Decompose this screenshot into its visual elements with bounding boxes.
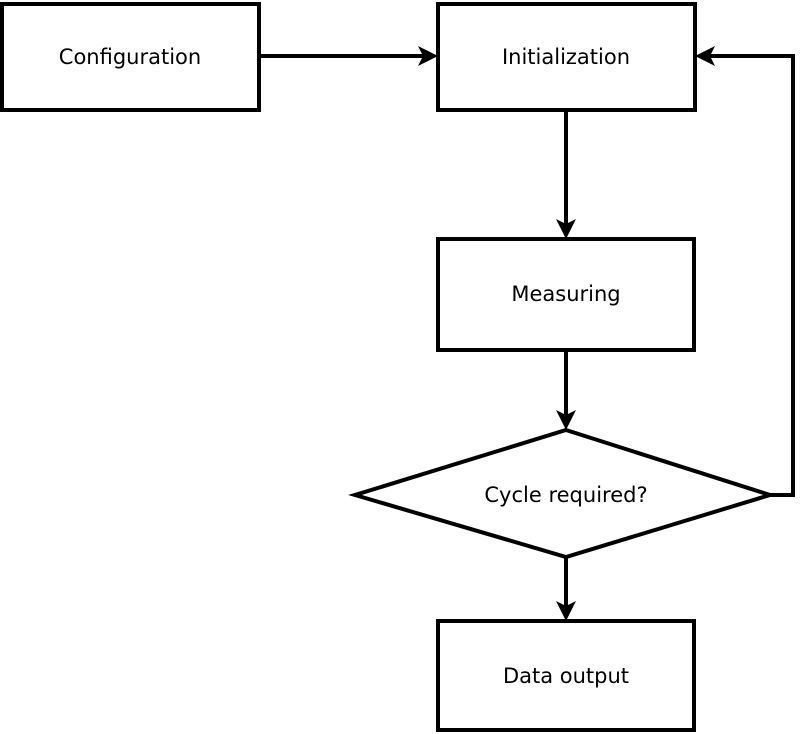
edge-cycle-required-to-data-output [556,557,576,621]
node-cycle-required-shape[interactable] [348,427,777,560]
edge-cycle-required-to-initialization-loop [695,46,795,497]
arrowhead-measuring-to-cycle-required [556,410,576,430]
node-initialization[interactable]: Initialization [436,2,697,112]
node-initialization-label: Initialization [502,45,630,69]
node-data-output-shape[interactable] [436,619,696,732]
node-initialization-shape[interactable] [436,2,697,112]
edge-initialization-to-measuring [556,110,576,239]
node-measuring-shape[interactable] [436,237,696,352]
edge-configuration-to-initialization [259,46,438,66]
arrowhead-cycle-required-to-initialization-loop [695,46,715,66]
node-cycle-required-label: Cycle required? [484,483,647,507]
arrowhead-cycle-required-to-data-output [556,601,576,621]
edge-measuring-to-cycle-required [556,350,576,430]
node-configuration[interactable]: Configuration [0,2,261,112]
edges-layer [259,46,795,621]
node-configuration-label: Configuration [59,45,201,69]
node-data-output[interactable]: Data output [436,619,696,732]
arrowhead-initialization-to-measuring [556,219,576,239]
nodes-layer: Configuration Initialization Measuring C… [0,2,777,732]
node-measuring[interactable]: Measuring [436,237,696,352]
arrowhead-configuration-to-initialization [418,46,438,66]
node-configuration-shape[interactable] [0,2,261,112]
node-cycle-required[interactable]: Cycle required? [348,427,777,560]
node-data-output-label: Data output [503,664,629,688]
node-measuring-label: Measuring [511,282,620,306]
edge-line-cycle-required-to-initialization-loop [701,54,795,497]
